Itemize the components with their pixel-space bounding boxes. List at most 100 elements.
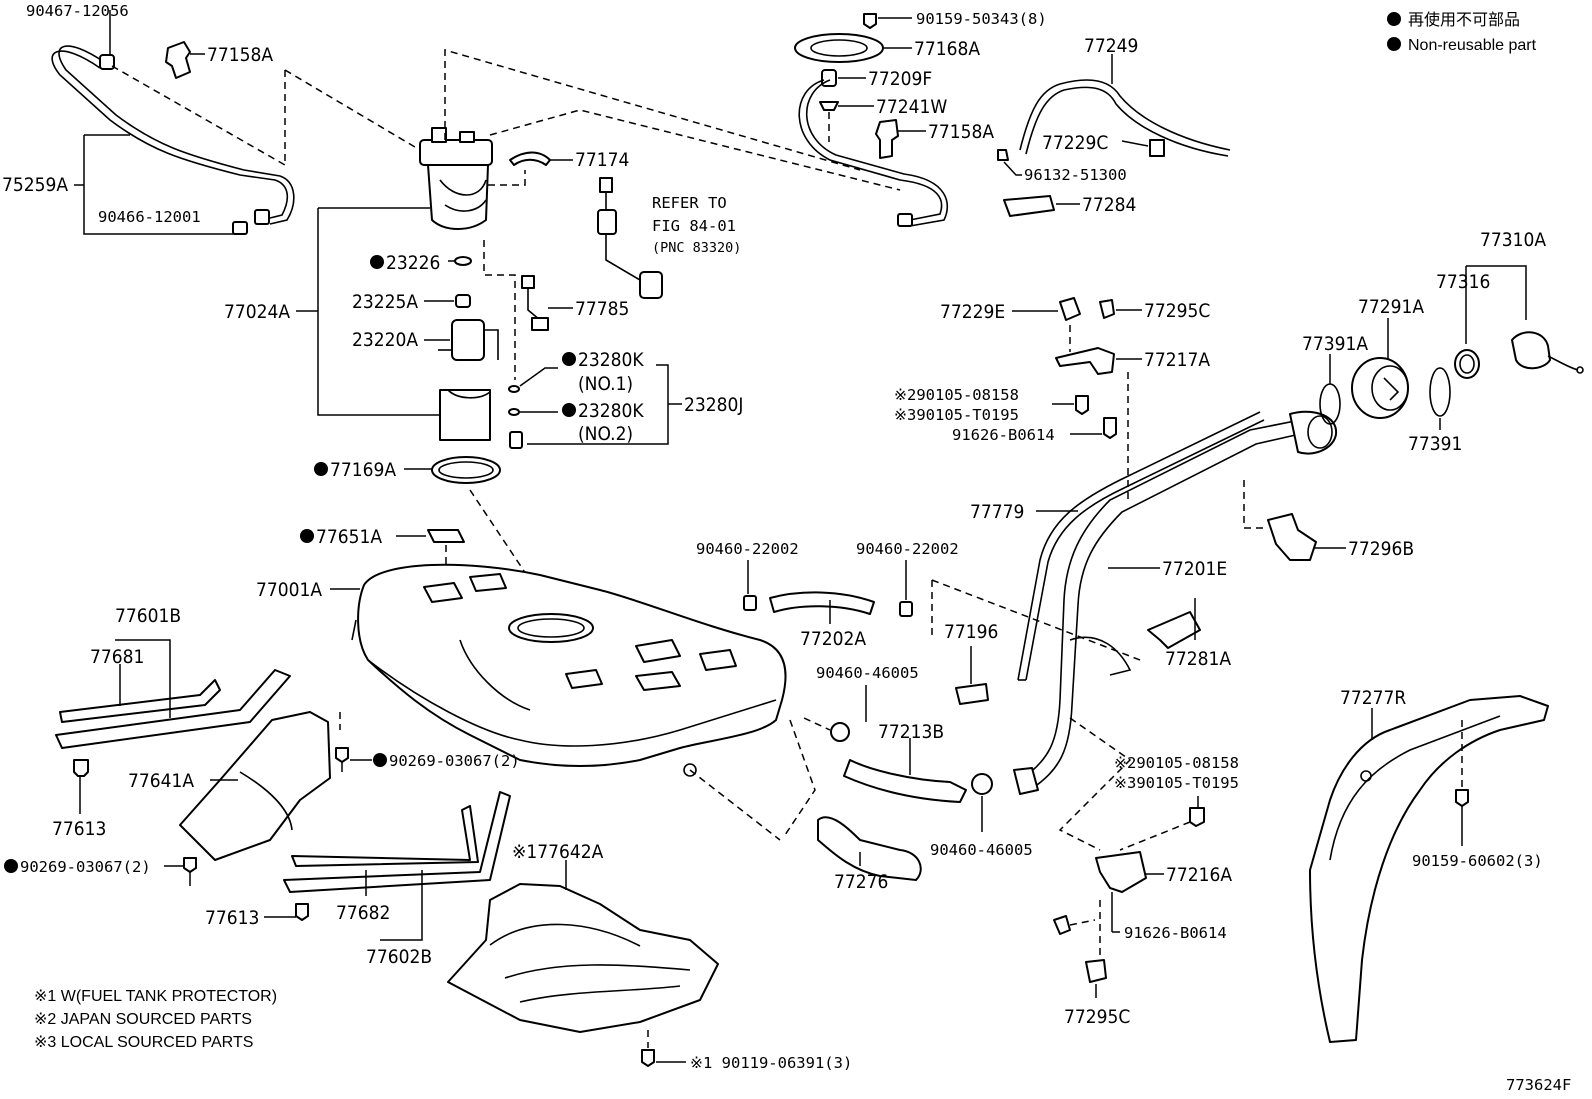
label-77169A: 77169A bbox=[330, 459, 396, 481]
legend-en: Non-reusable part bbox=[1408, 37, 1537, 54]
bracket-77216A bbox=[1095, 851, 1147, 893]
filler-cap-77291A bbox=[1351, 357, 1409, 419]
label-90460-22002-a: 90460-22002 bbox=[696, 540, 799, 558]
label-77295C-top: 77295C bbox=[1144, 300, 1210, 322]
wire-77785 bbox=[521, 275, 573, 331]
clamp-77196 bbox=[955, 683, 989, 705]
dash-tank-bottom bbox=[689, 769, 781, 841]
note-1: ※1 W(FUEL TANK PROTECTOR) bbox=[34, 988, 277, 1005]
bracket-77296B bbox=[1267, 513, 1317, 561]
label-75259A: 75259A bbox=[2, 174, 68, 196]
dash-pump-a bbox=[444, 49, 861, 171]
note-3: ※3 LOCAL SOURCED PARTS bbox=[34, 1034, 253, 1051]
part-23280J bbox=[509, 431, 523, 449]
clip-77241W bbox=[819, 101, 839, 111]
label-no1: (NO.1) bbox=[578, 373, 633, 395]
plate-77168A bbox=[794, 33, 884, 63]
label-77651A: 77651A bbox=[316, 526, 382, 548]
label-90269-b: 90269-03067(2) bbox=[20, 858, 151, 876]
refer-line2: FIG 84-01 bbox=[652, 217, 736, 235]
dash-hose-c bbox=[284, 69, 421, 151]
label-77168A: 77168A bbox=[914, 38, 980, 60]
label-90105-08158-a: ※290105-08158 bbox=[894, 386, 1019, 404]
bracket-75259A bbox=[83, 135, 235, 235]
bracket-77602B bbox=[380, 870, 423, 941]
label-77613-a: 77613 bbox=[52, 818, 106, 840]
legend-dot-en bbox=[1387, 37, 1401, 51]
label-90105-T0195-a: ※390105-T0195 bbox=[894, 406, 1019, 424]
bracket-77217A bbox=[1055, 347, 1115, 375]
bracket-77310A bbox=[1466, 265, 1527, 320]
label-23225A: 23225A bbox=[352, 291, 418, 313]
figure-code: 773624F bbox=[1506, 1076, 1571, 1094]
label-77196: 77196 bbox=[944, 621, 998, 643]
part-23225A bbox=[455, 294, 471, 308]
label-23280K-1: 23280K bbox=[578, 349, 644, 371]
dash-pump-d bbox=[483, 240, 516, 380]
label-77202A: 77202A bbox=[800, 628, 866, 650]
label-77681: 77681 bbox=[90, 646, 144, 668]
breather-pipe-77779 bbox=[1017, 411, 1265, 681]
label-77158A-right: 77158A bbox=[928, 121, 994, 143]
bolt-91626-b bbox=[1053, 915, 1071, 935]
sender-connector bbox=[597, 177, 663, 299]
clamp-90460-22002-a bbox=[743, 595, 757, 611]
label-77642A: ※177642A bbox=[512, 841, 604, 863]
fuel-cap-77310A bbox=[1511, 331, 1584, 374]
label-77296B: 77296B bbox=[1348, 538, 1414, 560]
label-77613-b: 77613 bbox=[205, 907, 259, 929]
bolt-90119 bbox=[641, 1049, 655, 1067]
hose-75259A-drawing bbox=[51, 45, 295, 235]
band-77602B bbox=[283, 791, 511, 893]
label-77209F: 77209F bbox=[868, 68, 932, 90]
label-77216A: 77216A bbox=[1166, 864, 1232, 886]
label-77158A-left: 77158A bbox=[207, 44, 273, 66]
label-77391: 77391 bbox=[1408, 433, 1462, 455]
liner-77277R bbox=[1309, 695, 1549, 1043]
bolt-90269-b bbox=[183, 857, 197, 873]
label-77281A: 77281A bbox=[1165, 648, 1231, 670]
label-91626-b: 91626-B0614 bbox=[1124, 924, 1227, 942]
ring-77391 bbox=[1429, 367, 1451, 417]
label-77024A: 77024A bbox=[224, 301, 290, 323]
label-no2: (NO.2) bbox=[578, 423, 633, 445]
dash-pump-b bbox=[489, 109, 901, 191]
bolt-77613-b bbox=[295, 903, 309, 921]
filter-case bbox=[439, 389, 491, 441]
label-77229E: 77229E bbox=[940, 301, 1005, 323]
label-77602B: 77602B bbox=[366, 946, 432, 968]
label-77174: 77174 bbox=[575, 149, 629, 171]
fuel-pump-module bbox=[419, 127, 493, 230]
label-77391A: 77391A bbox=[1302, 333, 1368, 355]
clip-77295C-top bbox=[1099, 299, 1115, 319]
label-77229C: 77229C bbox=[1042, 132, 1108, 154]
label-90466-12001: 90466-12001 bbox=[98, 208, 201, 226]
pump-23220A bbox=[424, 319, 499, 361]
label-96132-51300: 96132-51300 bbox=[1024, 166, 1127, 184]
legend-jp: 再使用不可部品 bbox=[1408, 11, 1520, 29]
clamp-96132 bbox=[997, 149, 1009, 161]
bolt-90105-b bbox=[1189, 807, 1205, 827]
hose-77249 bbox=[1019, 79, 1231, 157]
fuel-tank bbox=[351, 563, 787, 777]
bolt-90269-a bbox=[335, 747, 349, 763]
label-77249: 77249 bbox=[1084, 35, 1138, 57]
gasket-23226 bbox=[454, 256, 472, 266]
label-77641A: 77641A bbox=[128, 770, 194, 792]
dash-hose-a bbox=[111, 65, 286, 166]
oring-23280K-2 bbox=[508, 408, 520, 416]
bolt-90105-a bbox=[1075, 395, 1089, 415]
clamp-90460-46005-b bbox=[971, 773, 993, 795]
gasket-77169A bbox=[431, 456, 501, 484]
bolt-90159-60602 bbox=[1455, 789, 1469, 807]
label-90159-60602: 90159-60602(3) bbox=[1412, 852, 1543, 870]
oring-23280K-1 bbox=[508, 385, 520, 393]
label-77291A: 77291A bbox=[1358, 296, 1424, 318]
label-90460-46005-a: 90460-46005 bbox=[816, 664, 919, 682]
filler-pipe-77201E bbox=[1013, 410, 1338, 795]
bracket-77281A bbox=[1147, 611, 1201, 649]
bolt-91626-a bbox=[1103, 417, 1117, 439]
clip-77158A-left bbox=[165, 41, 205, 79]
label-77779: 77779 bbox=[970, 501, 1024, 523]
